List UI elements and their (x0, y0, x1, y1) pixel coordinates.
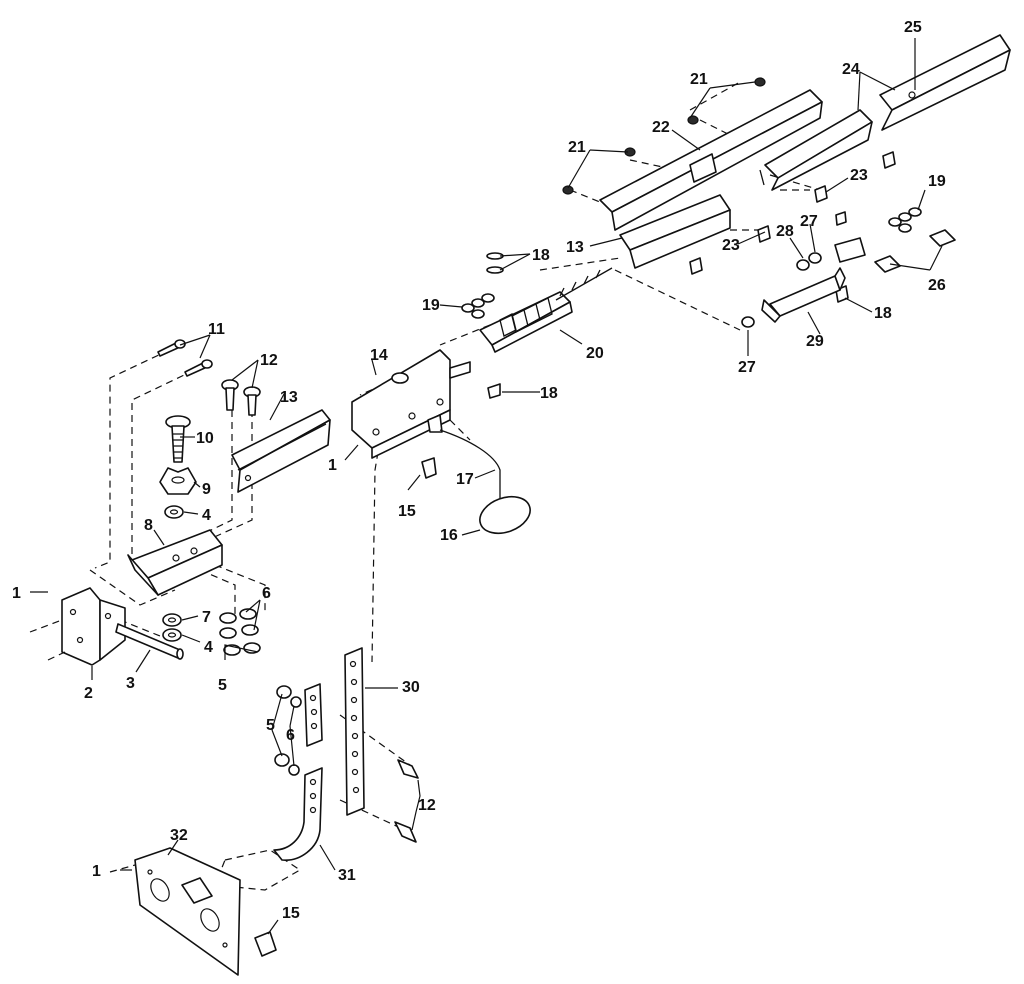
callout-23: 23 (722, 237, 740, 254)
hex-nut-upper (164, 505, 184, 519)
door-bracket-plate-32 (109, 847, 241, 976)
callout-6: 6 (286, 727, 295, 744)
callout-12: 12 (260, 352, 278, 369)
callout-29: 29 (806, 333, 824, 350)
leader-lines (30, 38, 943, 935)
callout-25: 25 (904, 19, 922, 36)
callout-10: 10 (196, 430, 214, 447)
chain-links-right (888, 207, 922, 233)
header-bracket (127, 529, 223, 596)
small-bracket (834, 211, 866, 263)
callout-21: 21 (568, 139, 586, 156)
callout-5: 5 (266, 717, 275, 734)
callout-5: 5 (218, 677, 227, 694)
rail-section-24 (759, 109, 873, 191)
washer-and-nut-lower (162, 613, 182, 642)
rail-section-22 (599, 89, 823, 231)
callout-12: 12 (418, 797, 436, 814)
nuts-washers-lower (274, 685, 302, 776)
nuts-washers-upper (219, 608, 261, 656)
callout-24: 24 (842, 61, 860, 78)
angle-rail-left (231, 409, 331, 493)
callout-21: 21 (690, 71, 708, 88)
callout-7: 7 (202, 609, 211, 626)
callout-18: 18 (540, 385, 558, 402)
pulley (159, 467, 197, 495)
callout-15: 15 (282, 905, 300, 922)
callout-9: 9 (202, 481, 211, 498)
callout-18: 18 (874, 305, 892, 322)
callout-13: 13 (566, 239, 584, 256)
callout-27: 27 (800, 213, 818, 230)
callout-17: 17 (456, 471, 474, 488)
callout-6: 6 (262, 585, 271, 602)
callout-15: 15 (398, 503, 416, 520)
callout-26: 26 (928, 277, 946, 294)
callout-11: 11 (208, 321, 225, 338)
carriage-bolt (165, 415, 191, 463)
callout-20: 20 (586, 345, 604, 362)
callout-19: 19 (928, 173, 946, 190)
release-cord-and-handle (439, 429, 531, 535)
callout-31: 31 (338, 867, 356, 884)
callout-28: 28 (776, 223, 794, 240)
callout-14: 14 (370, 347, 388, 364)
callout-32: 32 (170, 827, 188, 844)
callout-27: 27 (738, 359, 756, 376)
lag-screws (157, 339, 213, 377)
carriage-bolts-upper (221, 379, 261, 416)
callout-19: 19 (422, 297, 440, 314)
curved-door-arm-31 (273, 767, 323, 861)
washers-27-28 (741, 252, 822, 328)
nuts-21 (562, 77, 766, 195)
callout-1: 1 (12, 585, 21, 602)
callout-13: 13 (280, 389, 298, 406)
pulley-brackets-26 (874, 229, 956, 273)
callout-18: 18 (532, 247, 550, 264)
perforated-strap-30 (344, 647, 365, 816)
callout-23: 23 (850, 167, 868, 184)
pin-upper (421, 457, 437, 479)
bolts-23 (689, 151, 896, 275)
callout-4: 4 (204, 639, 213, 656)
callout-numbers: 1 1 1 2 3 4 4 5 5 6 6 7 8 9 10 11 12 12 … (12, 19, 946, 922)
trolley (351, 349, 471, 459)
short-strap (304, 683, 323, 747)
callout-3: 3 (126, 675, 135, 692)
callout-4: 4 (202, 507, 211, 524)
callout-2: 2 (84, 685, 93, 702)
pin-lower (254, 931, 277, 957)
clevis-pin (115, 623, 184, 660)
angle-rail-right-13 (619, 194, 731, 269)
chain-links-left (461, 293, 495, 319)
wall-bracket (29, 587, 126, 666)
callout-16: 16 (440, 527, 458, 544)
callout-1: 1 (328, 457, 337, 474)
door-arm-29 (761, 267, 846, 323)
rail-section-25 (879, 34, 1011, 131)
bolts-12-lower (394, 759, 419, 843)
callout-1: 1 (92, 863, 101, 880)
callout-30: 30 (402, 679, 420, 696)
callout-8: 8 (144, 517, 153, 534)
spring-trolley-assembly (479, 267, 613, 353)
callout-22: 22 (652, 119, 670, 136)
